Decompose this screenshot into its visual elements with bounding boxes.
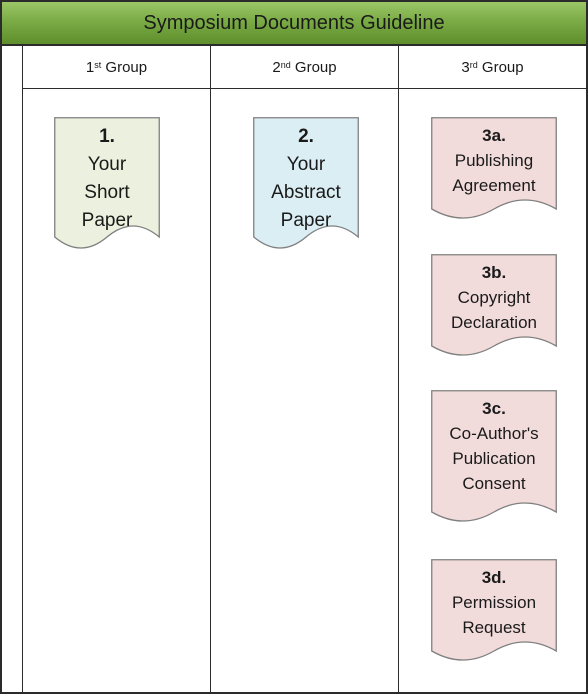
column-ordinal: 3 (461, 58, 470, 76)
swimlane-divider (22, 46, 23, 692)
document-shape (253, 117, 359, 249)
column-ordinal-suffix: st (94, 60, 102, 70)
document-shape (431, 117, 557, 219)
column-ordinal-suffix: rd (469, 60, 478, 70)
document-label: Copyright Declaration (451, 288, 537, 332)
document-permission-request: 3d. Permission Request (431, 559, 557, 665)
document-short-paper: 1. Your Short Paper (54, 117, 160, 253)
document-label: Your Short Paper (81, 154, 133, 231)
document-label: Publishing Agreement (452, 151, 536, 195)
document-shape (431, 254, 557, 356)
document-publishing-agreement: 3a. Publishing Agreement (431, 117, 557, 223)
document-co-author-consent: 3c. Co-Author's Publication Consent (431, 390, 557, 526)
document-abstract-paper: 2. Your Abstract Paper (253, 117, 359, 253)
document-copyright-declaration: 3b. Copyright Declaration (431, 254, 557, 360)
column-ordinal: 1 (85, 58, 95, 76)
swimlane-divider (210, 46, 211, 692)
column-label: Group (294, 58, 337, 76)
document-number: 3d. (481, 568, 507, 587)
document-label: Permission Request (451, 593, 537, 637)
document-shape (431, 390, 557, 522)
column-label: Group (105, 58, 148, 76)
document-number: 3c. (482, 399, 506, 418)
column-ordinal: 2 (272, 58, 281, 76)
document-shape (54, 117, 160, 249)
document-number: 1. (99, 126, 115, 147)
document-label: Your Abstract Paper (271, 154, 341, 231)
swimlane-divider (398, 46, 399, 692)
document-shape (431, 559, 557, 661)
column-label: Group (481, 58, 524, 76)
document-number: 2. (298, 126, 314, 147)
document-label: Co-Author's Publication Consent (449, 424, 539, 493)
column-ordinal-suffix: nd (280, 60, 291, 70)
diagram-title: Symposium Documents Guideline (2, 2, 586, 46)
document-number: 3a. (482, 126, 506, 145)
header-divider (22, 88, 586, 89)
document-number: 3b. (481, 263, 507, 282)
